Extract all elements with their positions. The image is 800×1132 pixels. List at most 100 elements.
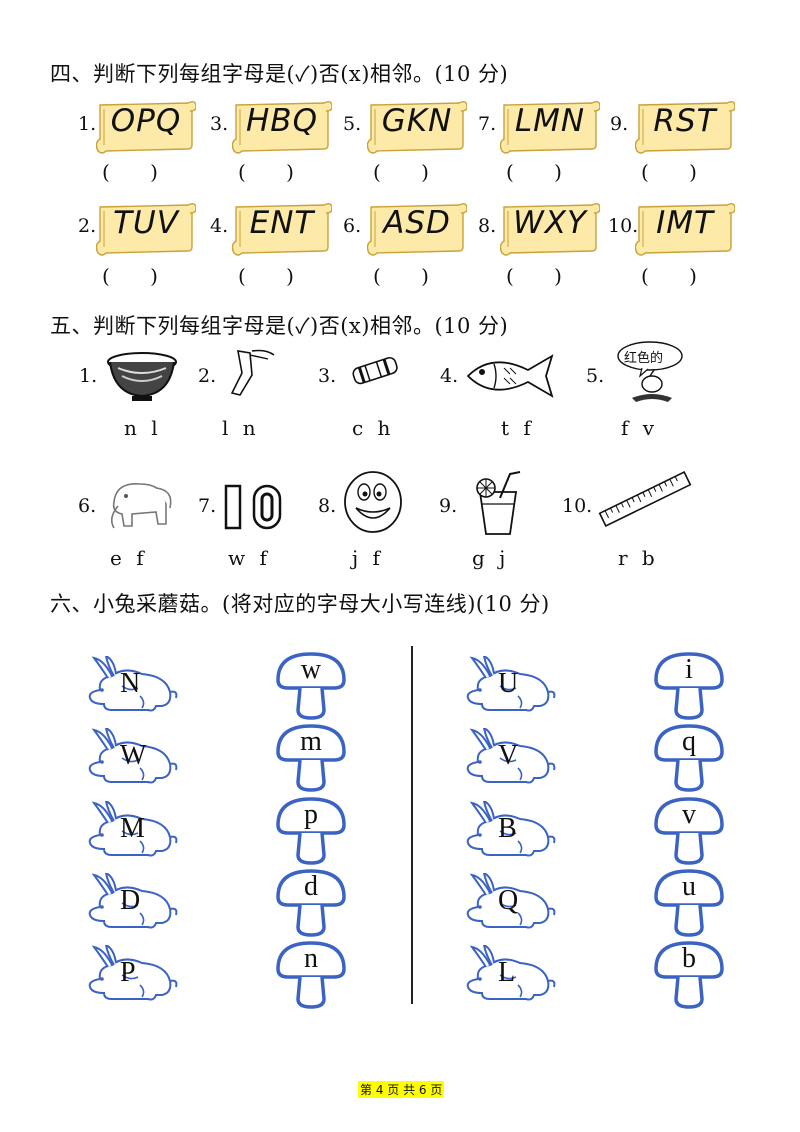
right-rabbit-4[interactable]: Q <box>460 871 560 933</box>
s5-num-4: 4. <box>440 365 459 387</box>
s4-scroll-10: IMT <box>635 201 735 256</box>
s5-options-5: f v <box>621 416 655 440</box>
right-rabbit-letter-4: Q <box>498 885 519 916</box>
s5-options-8: j f <box>352 546 380 570</box>
left-rabbit-letter-4: D <box>120 885 141 916</box>
s4-num-6: 2. <box>78 215 97 237</box>
left-rabbit-letter-2: W <box>120 740 147 771</box>
s4-answer-5[interactable]: ( ) <box>641 160 697 184</box>
s5-options-7: w f <box>228 546 267 570</box>
s4-scroll-5: RST <box>635 99 735 154</box>
s4-num-5: 9. <box>610 113 629 135</box>
number-ten-icon <box>224 484 282 530</box>
s4-scroll-8: ASD <box>367 201 467 256</box>
s5-num-5: 5. <box>586 365 605 387</box>
right-mushroom-letter-2: q <box>682 726 696 757</box>
s4-answer-9[interactable]: ( ) <box>506 264 562 288</box>
s5-options-3: c h <box>352 416 391 440</box>
s4-letters-7: ENT <box>249 205 315 241</box>
s5-num-10: 10. <box>562 495 593 517</box>
s4-num-2: 3. <box>210 113 229 135</box>
s4-letters-3: GKN <box>381 103 453 139</box>
ruler-icon <box>598 471 692 527</box>
left-rabbit-3[interactable]: M <box>82 799 182 861</box>
left-mushroom-letter-1: w <box>300 654 322 685</box>
leg-icon <box>230 349 275 396</box>
left-rabbit-1[interactable]: N <box>82 654 182 716</box>
right-rabbit-letter-2: V <box>498 740 519 771</box>
s4-num-8: 6. <box>343 215 362 237</box>
right-mushroom-5[interactable]: b <box>652 939 726 1009</box>
s5-num-3: 3. <box>318 365 337 387</box>
right-mushroom-letter-4: u <box>682 871 696 902</box>
crayon-icon <box>352 356 398 385</box>
s5-num-2: 2. <box>198 365 217 387</box>
s4-scroll-3: GKN <box>367 99 467 154</box>
right-rabbit-letter-1: U <box>498 668 519 699</box>
s5-options-9: g j <box>472 546 506 570</box>
right-rabbit-2[interactable]: V <box>460 726 560 788</box>
right-rabbit-5[interactable]: L <box>460 943 560 1005</box>
right-rabbit-1[interactable]: U <box>460 654 560 716</box>
s4-num-1: 1. <box>78 113 97 135</box>
s5-num-7: 7. <box>198 495 217 517</box>
s4-answer-1[interactable]: ( ) <box>102 160 158 184</box>
right-mushroom-3[interactable]: v <box>652 795 726 865</box>
right-mushroom-1[interactable]: i <box>652 650 726 720</box>
s5-options-4: t f <box>501 416 531 440</box>
s4-letters-6: TUV <box>113 205 179 241</box>
page-footer: 第 4 页 共 6 页 <box>358 1081 445 1098</box>
left-rabbit-4[interactable]: D <box>82 871 182 933</box>
left-mushroom-letter-3: p <box>304 799 318 830</box>
s4-num-4: 7. <box>478 113 497 135</box>
s4-scroll-7: ENT <box>232 201 332 256</box>
bowl-icon <box>107 352 177 401</box>
left-mushroom-4[interactable]: d <box>274 867 348 937</box>
s4-scroll-4: LMN <box>500 99 600 154</box>
s4-scroll-6: TUV <box>96 201 196 256</box>
s4-letters-4: LMN <box>514 103 586 139</box>
right-mushroom-letter-1: i <box>685 654 693 685</box>
left-mushroom-1[interactable]: w <box>274 650 348 720</box>
fish-icon <box>466 354 554 398</box>
s5-options-2: l n <box>222 416 256 440</box>
s4-answer-3[interactable]: ( ) <box>373 160 429 184</box>
s4-letters-5: RST <box>653 103 717 139</box>
s4-answer-4[interactable]: ( ) <box>506 160 562 184</box>
section5-heading: 五、判断下列每组字母是(✓)否(x)相邻。(10 分) <box>50 314 509 338</box>
s4-answer-10[interactable]: ( ) <box>641 264 697 288</box>
right-mushroom-2[interactable]: q <box>652 722 726 792</box>
left-mushroom-letter-4: d <box>304 871 318 902</box>
right-mushroom-letter-5: b <box>682 943 696 974</box>
s5-num-9: 9. <box>439 495 458 517</box>
s5-options-1: n l <box>124 416 158 440</box>
s4-letters-2: HBQ <box>246 103 318 139</box>
s4-letters-8: ASD <box>383 205 451 241</box>
s5-options-6: e f <box>110 546 144 570</box>
s4-answer-2[interactable]: ( ) <box>238 160 294 184</box>
section6-heading: 六、小兔采蘑菇。(将对应的字母大小写连线)(10 分) <box>50 592 550 616</box>
face-icon <box>344 471 402 533</box>
s4-num-10: 10. <box>608 215 639 237</box>
s4-answer-8[interactable]: ( ) <box>373 264 429 288</box>
s4-answer-7[interactable]: ( ) <box>238 264 294 288</box>
left-mushroom-5[interactable]: n <box>274 939 348 1009</box>
right-rabbit-letter-3: B <box>498 813 517 844</box>
left-rabbit-2[interactable]: W <box>82 726 182 788</box>
s4-answer-6[interactable]: ( ) <box>102 264 158 288</box>
s4-scroll-9: WXY <box>500 201 600 256</box>
left-rabbit-letter-1: N <box>120 668 141 699</box>
right-rabbit-3[interactable]: B <box>460 799 560 861</box>
right-rabbit-letter-5: L <box>498 957 516 988</box>
center-divider <box>411 646 413 1004</box>
s5-options-10: r b <box>618 546 655 570</box>
left-mushroom-2[interactable]: m <box>274 722 348 792</box>
left-mushroom-3[interactable]: p <box>274 795 348 865</box>
s5-num-1: 1. <box>79 365 98 387</box>
right-mushroom-letter-3: v <box>682 799 696 830</box>
left-rabbit-5[interactable]: P <box>82 943 182 1005</box>
s4-num-9: 8. <box>478 215 497 237</box>
right-mushroom-4[interactable]: u <box>652 867 726 937</box>
s4-scroll-1: OPQ <box>96 99 196 154</box>
left-mushroom-letter-2: m <box>300 726 322 757</box>
